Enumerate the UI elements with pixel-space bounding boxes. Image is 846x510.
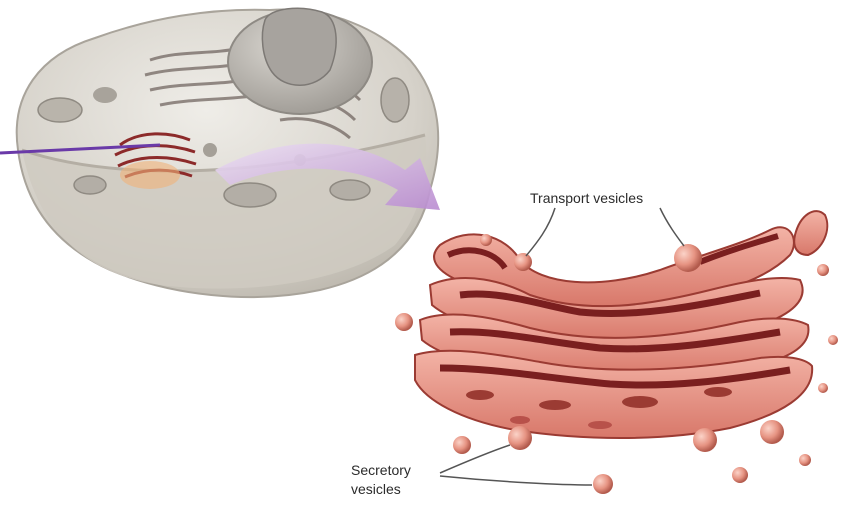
vesicle: [693, 428, 717, 452]
vesicle: [818, 383, 828, 393]
vesicle: [817, 264, 829, 276]
vesicle: [395, 313, 413, 331]
vesicle: [674, 244, 702, 272]
vesicle: [508, 426, 532, 450]
leader-transport-left: [526, 208, 555, 256]
vesicle: [480, 234, 492, 246]
transport-vesicles-label: Transport vesicles: [530, 190, 643, 206]
cell: [17, 8, 438, 297]
leader-transport-right: [660, 208, 684, 246]
vesicle: [593, 474, 613, 494]
vesicle: [760, 420, 784, 444]
leader-secretory-upper: [440, 445, 510, 473]
secretory-vesicles-label-line1: Secretory: [351, 462, 411, 478]
vesicle: [514, 253, 532, 271]
leader-secretory-lower: [440, 476, 592, 485]
vesicle: [828, 335, 838, 345]
secretory-vesicles-label-line2: vesicles: [351, 481, 401, 497]
vesicle: [799, 454, 811, 466]
vesicle: [453, 436, 471, 454]
vesicle: [732, 467, 748, 483]
golgi-apparatus: [415, 211, 827, 438]
